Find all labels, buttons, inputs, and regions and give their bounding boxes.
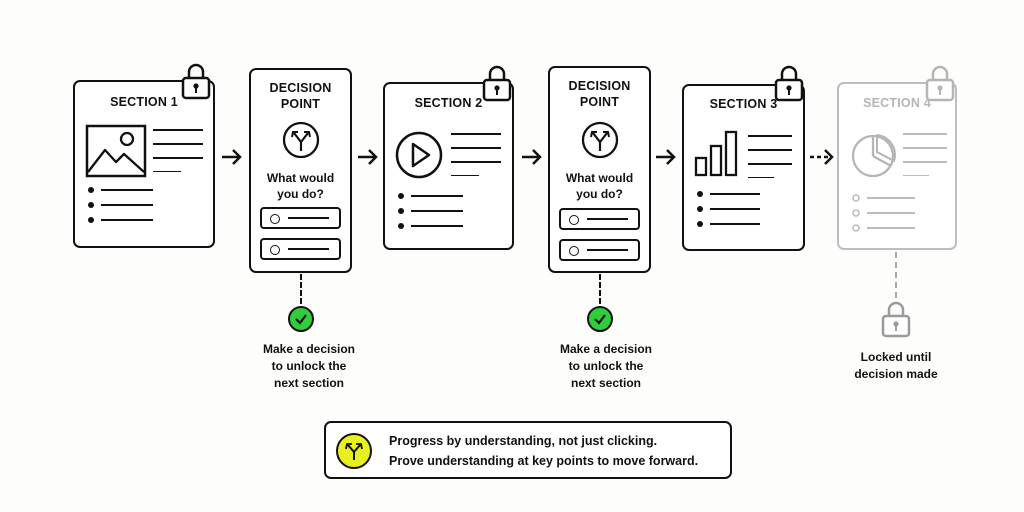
answer-option-1[interactable] — [559, 208, 640, 230]
decision-note-line: to unlock the — [271, 359, 347, 373]
branch-icon — [282, 121, 320, 159]
radio-icon — [569, 215, 579, 225]
radio-icon — [270, 245, 280, 255]
decision-question-line2: you do? — [277, 187, 324, 201]
decision-note-line: next section — [273, 376, 345, 390]
section-1-title: SECTION 1 — [110, 95, 178, 109]
callout-line-2: Prove understanding at key points to mov… — [389, 454, 699, 468]
connector-dashed — [300, 274, 302, 304]
lock-icon — [881, 301, 911, 338]
connector-dashed — [599, 274, 601, 304]
bullet-list — [697, 191, 760, 227]
arrow-right-icon — [522, 149, 542, 165]
decision-note-line: to unlock the — [568, 359, 644, 373]
decision-question-line1: What would — [266, 171, 335, 185]
decision-note-line: Make a decision — [559, 342, 653, 356]
check-icon — [587, 306, 613, 332]
lock-icon — [482, 65, 512, 102]
answer-option-2[interactable] — [559, 239, 640, 261]
section-4-title: SECTION 4 — [863, 96, 931, 110]
text-lines — [451, 133, 501, 176]
section-2-title: SECTION 2 — [414, 96, 483, 110]
decision-note-line: Make a decision — [262, 342, 356, 356]
section-3-title: SECTION 3 — [709, 97, 778, 111]
radio-icon — [569, 246, 579, 256]
arrow-right-icon — [222, 149, 242, 165]
branch-icon — [336, 433, 372, 469]
pie-chart-icon — [851, 134, 896, 178]
locked-note-line: decision made — [854, 367, 938, 381]
decision-point-title-line2: POINT — [579, 95, 620, 109]
text-lines — [748, 135, 792, 178]
arrow-right-icon — [358, 149, 378, 165]
check-icon — [288, 306, 314, 332]
lock-icon — [774, 65, 804, 102]
decision-point-2-card[interactable]: DECISION POINT What would you do? — [548, 66, 651, 273]
decision-note-1: Make a decision to unlock the next secti… — [239, 341, 379, 392]
connector-dashed — [895, 252, 897, 298]
decision-note-line: next section — [570, 376, 642, 390]
answer-option-1[interactable] — [260, 207, 341, 229]
summary-callout: Progress by understanding, not just clic… — [324, 421, 732, 479]
bullet-list — [852, 194, 915, 232]
section-4-card: SECTION 4 — [837, 82, 957, 250]
radio-icon — [270, 214, 280, 224]
callout-line-1: Progress by understanding, not just clic… — [389, 434, 658, 448]
section-2-card[interactable]: SECTION 2 — [383, 82, 514, 250]
lock-icon — [181, 63, 211, 100]
text-lines — [153, 129, 203, 172]
decision-note-2: Make a decision to unlock the next secti… — [536, 341, 676, 392]
locked-note: Locked until decision made — [826, 349, 966, 383]
section-3-card[interactable]: SECTION 3 — [682, 84, 805, 251]
image-icon — [85, 124, 147, 178]
decision-point-1-card[interactable]: DECISION POINT What would you do? — [249, 68, 352, 273]
decision-question-line1: What would — [565, 171, 634, 185]
arrow-right-icon — [656, 149, 676, 165]
bar-chart-icon — [694, 130, 738, 177]
dashed-arrow-right-icon — [810, 149, 834, 165]
decision-point-title-line2: POINT — [280, 97, 321, 111]
lock-icon — [925, 65, 955, 102]
bullet-list — [398, 193, 463, 229]
decision-question-line2: you do? — [576, 187, 623, 201]
text-lines — [903, 133, 947, 176]
bullet-list — [88, 187, 153, 223]
decision-point-title-line1: DECISION — [269, 81, 332, 95]
play-icon — [395, 131, 443, 179]
branch-icon — [581, 121, 619, 159]
decision-point-title-line1: DECISION — [568, 79, 631, 93]
section-1-card[interactable]: SECTION 1 — [73, 80, 215, 248]
answer-option-2[interactable] — [260, 238, 341, 260]
locked-note-line: Locked until — [860, 350, 932, 364]
